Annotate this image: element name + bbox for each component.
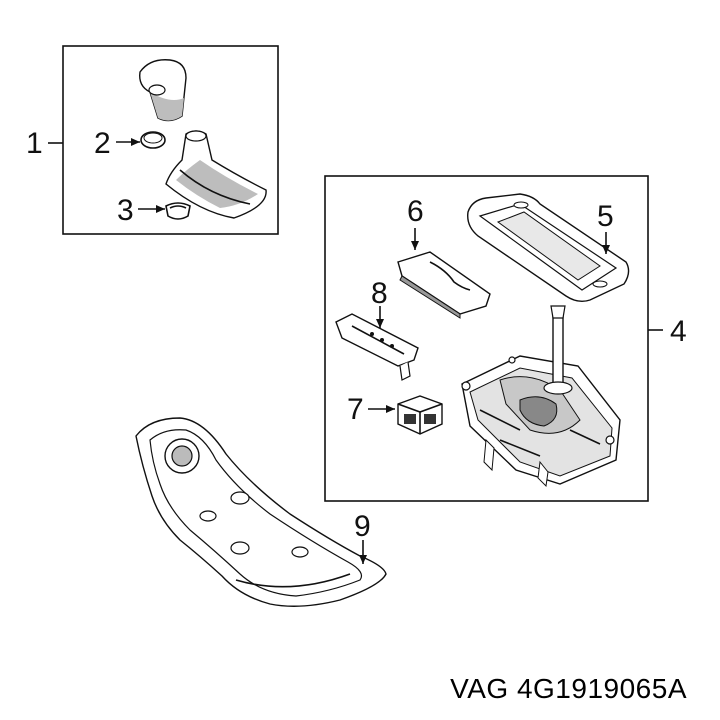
group-box-1 (62, 45, 279, 235)
gate-trim-part-6 (397, 251, 491, 319)
callout-4: 4 (670, 315, 687, 348)
shifter-mechanism (461, 305, 621, 488)
callout-9: 9 (354, 510, 371, 543)
shift-boot (165, 130, 267, 219)
indicator-bracket-part-8 (335, 313, 419, 381)
connector-part-7 (397, 395, 443, 435)
callout-8: 8 (371, 277, 388, 310)
clip-part-3 (165, 202, 191, 220)
callout-3: 3 (117, 194, 134, 227)
callout-6: 6 (407, 195, 424, 228)
cover-plate-part-5 (467, 193, 630, 303)
shift-knob (139, 59, 187, 122)
callout-5: 5 (597, 200, 614, 233)
callout-7: 7 (347, 393, 364, 426)
part-number-label: VAG 4G1919065A (450, 673, 687, 704)
callout-1: 1 (26, 127, 43, 160)
ring-part-2 (140, 131, 166, 149)
group-box-4 (324, 175, 649, 502)
insulation-mat-part-9 (135, 417, 387, 607)
callout-2: 2 (94, 127, 111, 160)
